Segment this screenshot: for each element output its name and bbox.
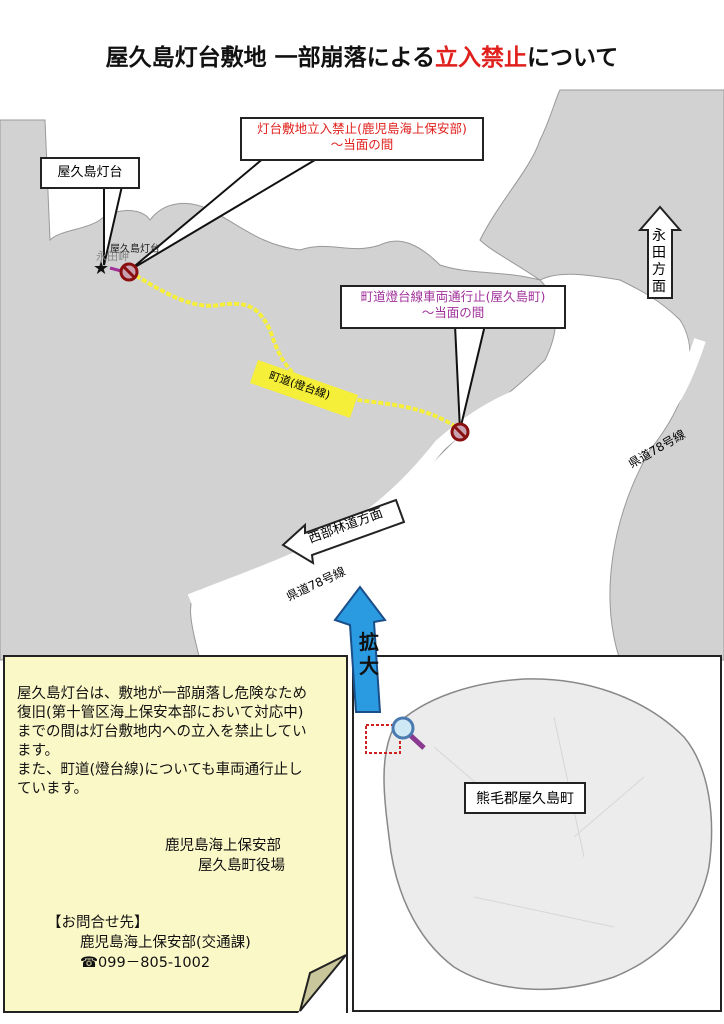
direction-nagata: 永田方面: [652, 228, 666, 295]
star-icon: ★: [93, 258, 109, 279]
contact-heading: 【お問合せ先】: [47, 915, 149, 931]
arrow-left-icon: [281, 498, 406, 565]
road-label-tag: [250, 360, 358, 418]
lighthouse-callout: 屋久島灯台: [40, 157, 140, 189]
zoom-label: 拡大: [359, 630, 379, 678]
org-town-office: 屋久島町役場: [198, 858, 285, 874]
no-entry-icon: [119, 262, 139, 282]
town-road: [128, 270, 462, 432]
page-title: 屋久島灯台敷地 一部崩落による立入禁止について: [105, 45, 619, 71]
inset-map: 熊毛郡屋久島町: [352, 655, 722, 1012]
closure-callout-lighthouse: 灯台敷地立入禁止(鹿児島海上保安部) ～当面の間: [240, 117, 484, 161]
closure-callout-road: 町道燈台線車両通行止(屋久島町) ～当面の間: [340, 285, 566, 329]
no-entry-icon: [450, 422, 470, 442]
arrow-up-icon: [637, 205, 683, 299]
org-coast-guard: 鹿児島海上保安部: [165, 838, 281, 854]
contact-phone: ☎099－805-1002: [80, 955, 211, 971]
map-label-lighthouse: 屋久島灯台: [110, 244, 160, 255]
contact-org: 鹿児島海上保安部(交通課): [80, 935, 251, 951]
map-label-cape: 永田岬: [96, 250, 129, 263]
notice-note: 屋久島灯台は、敷地が一部崩落し危険なため 復旧(第十管区海上保安本部において対応…: [3, 655, 348, 1013]
inset-label: 熊毛郡屋久島町: [464, 782, 586, 814]
island-outline: [365, 678, 713, 991]
page-curl: [298, 953, 347, 1013]
